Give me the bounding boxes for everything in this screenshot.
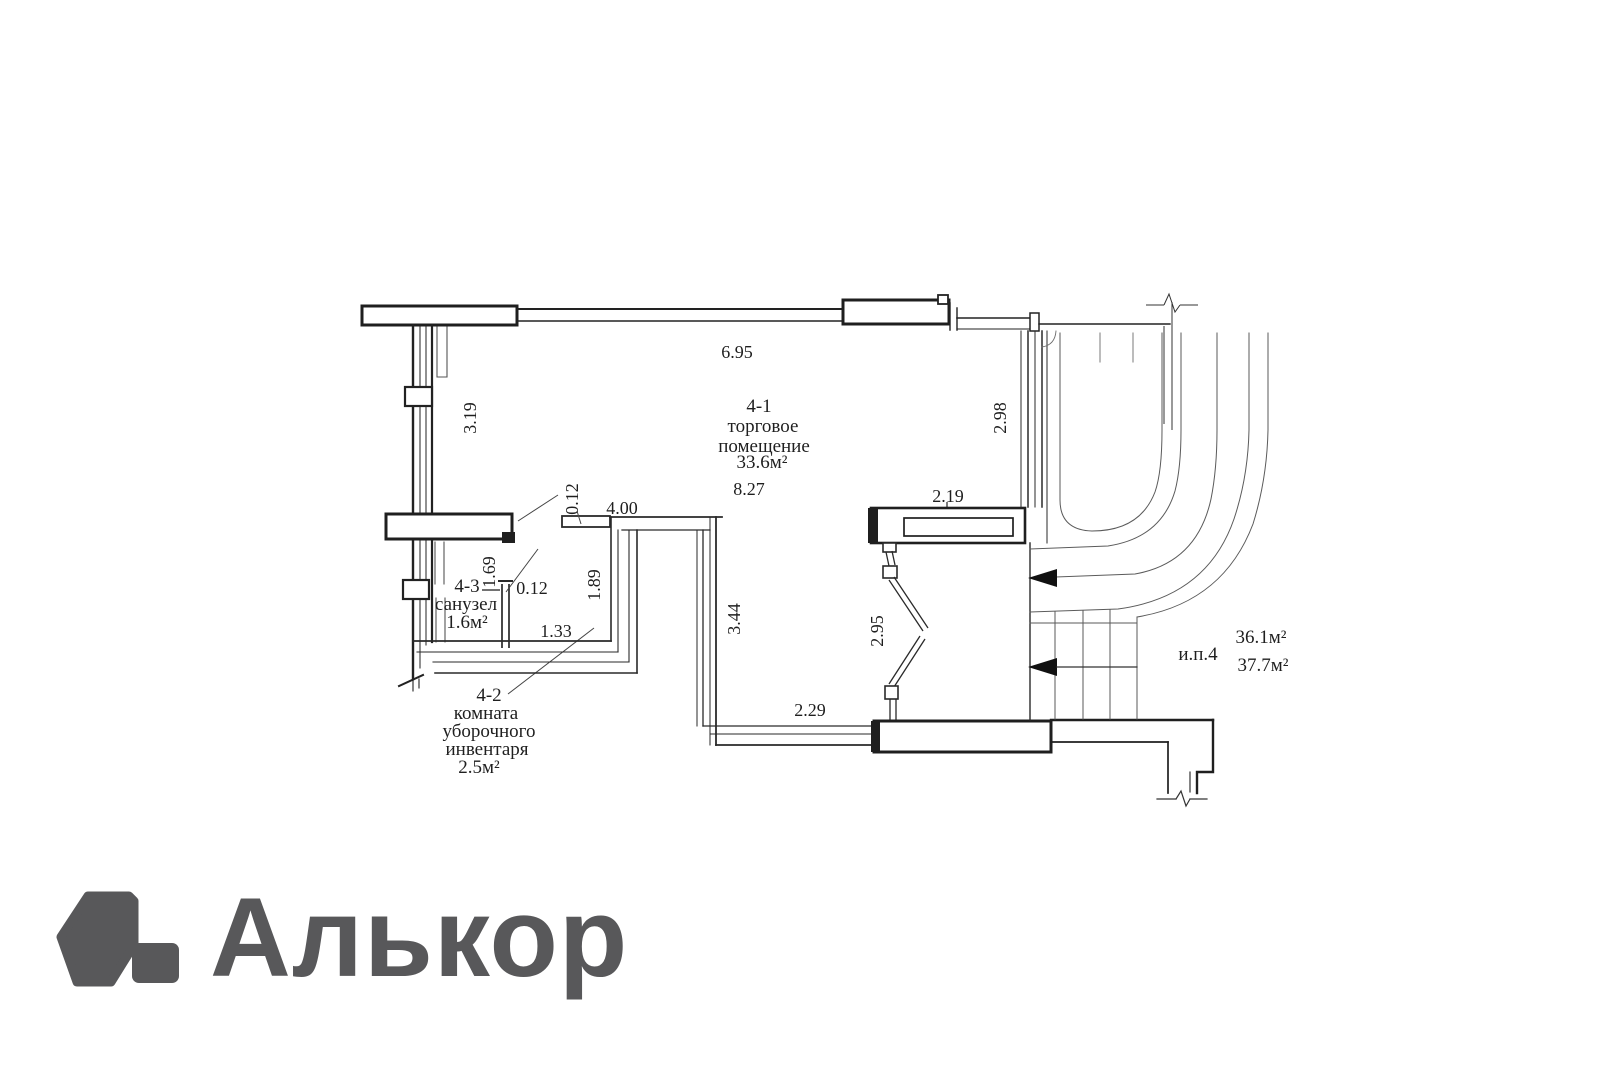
leader-lines	[482, 494, 948, 695]
logo: Алькор	[56, 875, 628, 1000]
left-exterior-wall	[397, 323, 448, 692]
stair-area-upper: 36.1м²	[1236, 627, 1287, 648]
room-43-area: 1.6м²	[446, 612, 488, 633]
wall-box-upper	[403, 385, 434, 408]
room-41-name-1: торговое	[728, 416, 799, 437]
wall-break-symbol-top	[1146, 292, 1198, 430]
stairwell	[1020, 330, 1269, 721]
dim-partition-width: 0.12	[516, 578, 548, 598]
counter-wall-219	[868, 506, 1027, 545]
dim-hall-width: 8.27	[733, 479, 765, 499]
stair-arrow-lower	[1028, 658, 1057, 676]
dim-corridor-right: 3.44	[724, 603, 744, 635]
room-41-name-2: помещение	[718, 436, 810, 457]
dim-corridor-top: 4.00	[606, 498, 638, 518]
wall-break-symbol-left	[397, 673, 425, 688]
lintel-top-left	[360, 304, 519, 327]
lintel-top-mid	[841, 298, 951, 326]
wc-partition-wall	[498, 580, 513, 648]
dim-counter-width: 2.19	[932, 486, 964, 506]
jamb-012-piece	[561, 515, 611, 528]
bottom-exterior-wall	[871, 718, 1215, 808]
stair-area-lower: 37.7м²	[1238, 655, 1289, 676]
room-41-number: 4-1	[746, 396, 771, 417]
room-43-number: 4-3	[454, 576, 479, 597]
wall-box-lower	[401, 578, 431, 601]
mid-thick-wall	[384, 512, 515, 543]
dim-top-width: 6.95	[721, 342, 753, 362]
folding-door	[882, 542, 929, 721]
dim-fold-door: 2.95	[867, 615, 887, 647]
room-41-area: 33.6м²	[737, 452, 788, 473]
stair-arrow-upper	[1028, 569, 1057, 587]
dim-jamb-offset: 0.12	[562, 483, 582, 515]
dim-passage-width: 2.29	[794, 700, 826, 720]
stair-curves	[1029, 330, 1269, 624]
dim-left-height: 3.19	[460, 402, 480, 434]
room-42-name-2: уборочного	[443, 721, 536, 742]
lintel-bottom	[872, 719, 1053, 754]
room-42-number: 4-2	[476, 685, 501, 706]
room-42-name-1: комната	[454, 703, 519, 724]
top-exterior-wall	[360, 294, 1171, 332]
wall-break-symbol-bottom	[1156, 789, 1208, 808]
corridor-walls	[412, 516, 877, 746]
logo-mark-icon	[56, 891, 179, 987]
dim-wc-height: 1.69	[479, 556, 499, 588]
dim-stair-wall: 2.98	[990, 402, 1010, 434]
stair-label: и.п.4	[1178, 644, 1218, 665]
logo-text: Алькор	[210, 875, 628, 1000]
room-42-name-3: инвентаря	[445, 739, 528, 760]
dim-wc-width: 1.33	[540, 621, 572, 641]
stair-direction-arrows	[1028, 569, 1138, 676]
room-42-area: 2.5м²	[458, 757, 500, 778]
room-43-name: санузел	[435, 594, 498, 615]
stair-treads	[1054, 332, 1138, 720]
dim-inner-height: 1.89	[584, 569, 604, 601]
